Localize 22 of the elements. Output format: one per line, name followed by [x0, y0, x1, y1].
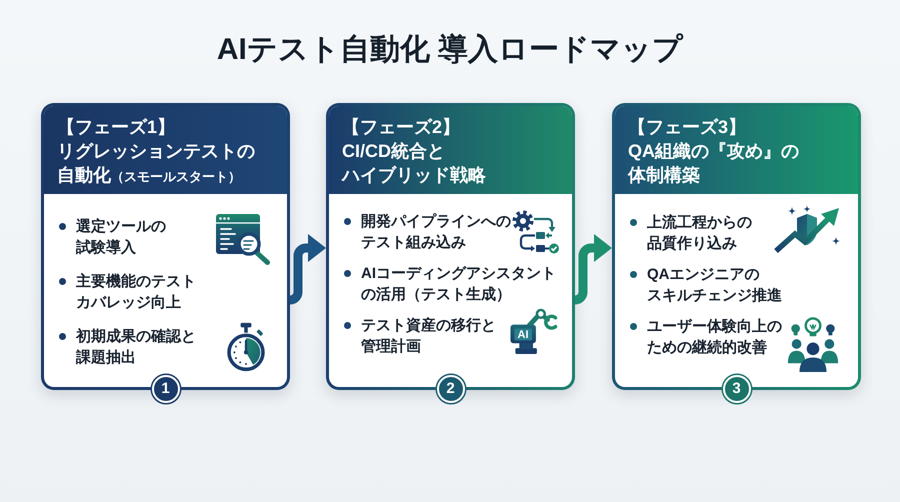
- curved-arrow: [574, 234, 612, 304]
- step-number-badge: 1: [152, 374, 180, 402]
- phase-title: QA組織の『攻め』の体制構築: [628, 140, 799, 187]
- curved-arrow: [290, 234, 326, 304]
- bullet-text: ユーザー体験向上のための継続的改善: [647, 317, 782, 358]
- bullet-text: 主要機能のテストカバレッジ向上: [76, 272, 196, 313]
- bullet-text: テスト資産の移行と管理計画: [361, 316, 496, 357]
- phase-title: CI/CD統合とハイブリッド戦略: [342, 140, 486, 187]
- bullet-text: 初期成果の確認と課題抽出: [76, 327, 196, 368]
- icon-label: AI: [518, 329, 528, 341]
- bullet-text: 上流工程からの品質作り込み: [647, 213, 752, 254]
- bullet-text: QAエンジニアのスキルチェンジ推進: [647, 265, 782, 306]
- phase-label: 【フェーズ2】: [342, 116, 460, 139]
- bullet-text: 開発パイプラインへのテスト組み込み: [361, 212, 511, 253]
- bullet-text: 選定ツールの試験導入: [76, 217, 166, 258]
- step-number-badge: 2: [436, 374, 464, 402]
- bullet-text: AIコーディングアシスタントの活用（テスト生成）: [361, 264, 556, 305]
- phase-label: 【フェーズ1】: [57, 116, 176, 139]
- phase-title: リグレッションテストの自動化（スモールスタート）: [57, 140, 255, 187]
- diagram-title: AIテスト自動化 導入ロードマップ: [216, 32, 684, 68]
- phase-label: 【フェーズ3】: [628, 116, 746, 139]
- step-number-badge: 3: [722, 374, 750, 402]
